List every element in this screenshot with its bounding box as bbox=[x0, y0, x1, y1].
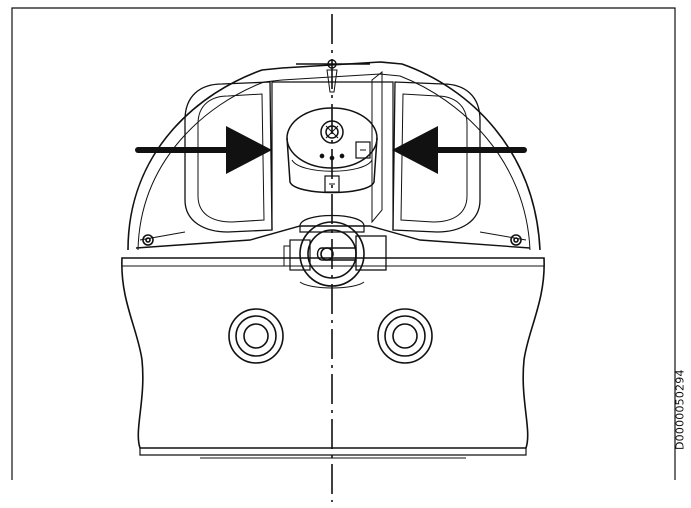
frame bbox=[11, 7, 676, 480]
center-component bbox=[286, 107, 378, 194]
arrow-right-icon bbox=[135, 126, 272, 174]
lower-housing bbox=[121, 257, 545, 459]
pipe-connection-left bbox=[228, 308, 284, 364]
arrow-left-icon bbox=[392, 126, 527, 174]
reference-code: D0000050294 bbox=[673, 369, 687, 451]
pipe-connection-right bbox=[377, 308, 433, 364]
upper-housing bbox=[127, 61, 541, 251]
